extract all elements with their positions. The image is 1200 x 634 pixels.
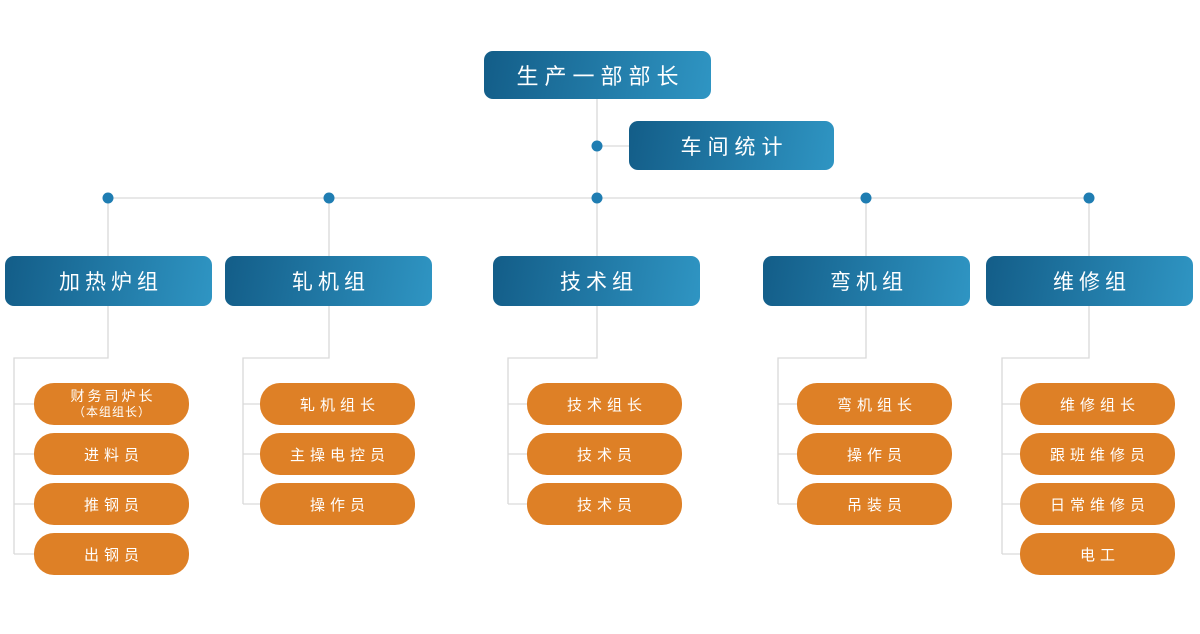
staff-node: 车间统计 bbox=[629, 121, 834, 170]
group-node-rolling-mill: 轧机组 bbox=[225, 256, 432, 306]
role-node: 技术员 bbox=[527, 483, 682, 525]
group-node-bending-machine: 弯机组 bbox=[763, 256, 970, 306]
role-node: 主操电控员 bbox=[260, 433, 415, 475]
group1-branch bbox=[13, 306, 109, 555]
role-node: 技术组长 bbox=[527, 383, 682, 425]
role-node: 进料员 bbox=[34, 433, 189, 475]
role-label: 财务司炉长 bbox=[70, 388, 156, 404]
role-node: 跟班维修员 bbox=[1020, 433, 1175, 475]
role-node: 维修组长 bbox=[1020, 383, 1175, 425]
role-node: 吊装员 bbox=[797, 483, 952, 525]
group4-branch bbox=[777, 306, 867, 505]
junction-dots bbox=[102, 140, 1095, 204]
role-node: 技术员 bbox=[527, 433, 682, 475]
role-node: 日常维修员 bbox=[1020, 483, 1175, 525]
group-node-technical: 技术组 bbox=[493, 256, 700, 306]
role-node: 弯机组长 bbox=[797, 383, 952, 425]
role-node: 出钢员 bbox=[34, 533, 189, 575]
role-node: 财务司炉长 （本组组长） bbox=[34, 383, 189, 425]
group-drop-lines bbox=[107, 198, 1090, 256]
role-node: 推钢员 bbox=[34, 483, 189, 525]
role-node: 轧机组长 bbox=[260, 383, 415, 425]
group2-branch bbox=[242, 306, 330, 505]
role-node: 操作员 bbox=[260, 483, 415, 525]
group3-branch bbox=[507, 306, 598, 505]
root-node: 生产一部部长 bbox=[484, 51, 711, 99]
group-node-heating-furnace: 加热炉组 bbox=[5, 256, 212, 306]
group5-branch bbox=[1001, 306, 1090, 555]
role-node: 电工 bbox=[1020, 533, 1175, 575]
group-node-maintenance: 维修组 bbox=[986, 256, 1193, 306]
role-node: 操作员 bbox=[797, 433, 952, 475]
role-sublabel: （本组组长） bbox=[72, 405, 151, 419]
